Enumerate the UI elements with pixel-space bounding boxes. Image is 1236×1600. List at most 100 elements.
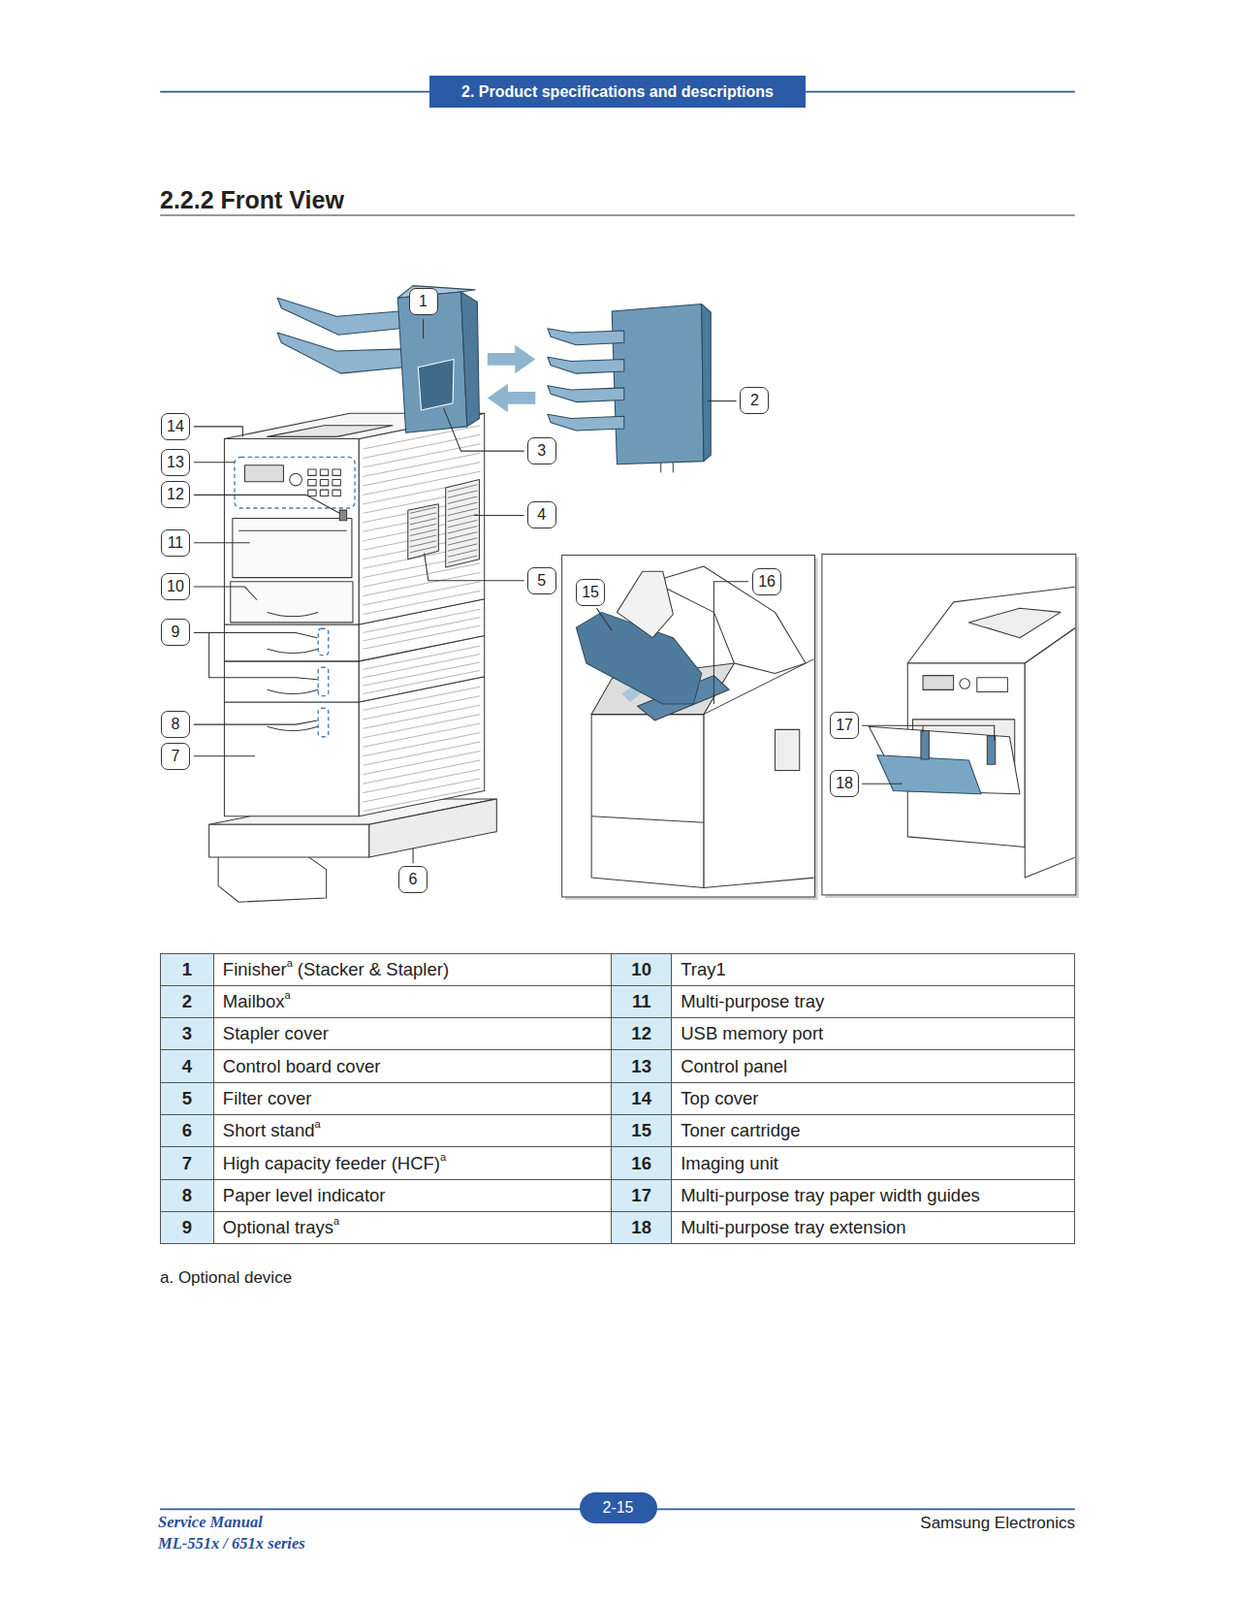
table-text-cell: Multi-purpose tray extension [670, 1210, 1076, 1244]
callout-number: 1 [409, 287, 439, 316]
title-underline [159, 215, 1076, 217]
callout-number-text: 16 [758, 572, 776, 591]
item-name: Toner cartridge [680, 1119, 800, 1141]
table-number-cell: 10 [610, 952, 672, 986]
side-stripes [363, 686, 481, 710]
item-number: 9 [182, 1216, 192, 1238]
leader-lines [422, 318, 424, 339]
callout-number: 9 [160, 618, 191, 646]
item-name: High capacity feeder (HCF) [222, 1152, 441, 1174]
callout-number-text: 4 [537, 506, 546, 524]
side-stripes [363, 625, 481, 649]
side-stripes [363, 696, 481, 720]
hcf-front [223, 701, 359, 817]
callout-number: 3 [527, 437, 557, 465]
footnote-marker: a [314, 1117, 320, 1130]
table-number-cell: 7 [159, 1145, 215, 1179]
keypad [319, 469, 328, 476]
vent-slots [447, 507, 478, 515]
display [922, 675, 954, 691]
side-stripes [363, 563, 481, 587]
item-number: 6 [182, 1119, 192, 1141]
leader-lines [193, 318, 995, 863]
callout-number-text: 3 [537, 442, 546, 460]
printer-stack [209, 412, 498, 902]
footer-manual: Service Manual [158, 1512, 263, 1532]
stapler-cover [417, 358, 454, 411]
side-vent [775, 728, 800, 770]
leader-lines [193, 541, 251, 543]
callout-number-text: 14 [166, 417, 185, 436]
vent-slots [447, 543, 478, 551]
page-number: 2-15 [579, 1491, 658, 1523]
tray-handle [267, 726, 319, 730]
item-number: 5 [182, 1087, 192, 1110]
header-band: 2. Product specifications and descriptio… [429, 75, 806, 108]
item-name: Imaging unit [680, 1152, 779, 1174]
button [289, 473, 303, 486]
item-name: (Stacker & Stapler) [297, 958, 449, 981]
side-stripes [363, 741, 481, 765]
keypad [332, 479, 341, 486]
mp-tray-inset [868, 586, 1076, 878]
mp-tray [238, 530, 348, 532]
table-number-cell: 17 [610, 1178, 672, 1212]
side-stripes [363, 434, 481, 458]
callout-number-text: 6 [409, 870, 418, 888]
swap-arrows [487, 345, 536, 374]
control-panel-outline [234, 456, 355, 508]
toner-inset [575, 566, 814, 888]
side-stripes [363, 760, 481, 784]
item-number: 15 [631, 1119, 652, 1141]
vent-slots [410, 484, 477, 564]
item-name: Multi-purpose tray paper width guides [680, 1184, 981, 1206]
paper-level-indicator [317, 666, 329, 696]
table-text-cell: Control panel [670, 1048, 1076, 1082]
item-name: Multi-purpose tray extension [680, 1216, 906, 1238]
item-number: 7 [182, 1152, 192, 1174]
tray-handle [267, 611, 319, 616]
item-number: 13 [631, 1055, 652, 1078]
callout-number-text: 15 [581, 583, 600, 602]
callout-number: 4 [527, 501, 557, 529]
table-number-cell: 8 [159, 1178, 215, 1212]
footnote: a. Optional device [159, 1267, 292, 1288]
printer-side [1024, 627, 1076, 878]
filter-cover [408, 504, 440, 560]
tray1-front [230, 581, 353, 623]
item-number: 17 [631, 1184, 652, 1206]
table-number-cell: 2 [159, 984, 215, 1018]
callout-number: 17 [829, 711, 859, 739]
side-stripes [363, 714, 481, 738]
printer-side [358, 412, 484, 625]
printer-front [223, 438, 359, 625]
callout-number-text: 8 [170, 715, 180, 733]
callout-number-text: 5 [537, 571, 546, 590]
inset-frame [822, 553, 1079, 898]
section-title: 2.2.2 Front View [159, 186, 345, 215]
vent-slots [447, 496, 478, 504]
mailbox-body [611, 304, 704, 465]
footnote-marker: a [333, 1214, 340, 1227]
callout-number-text: 18 [835, 774, 854, 793]
button [959, 678, 971, 690]
table-text-cell: Optional traysa [213, 1210, 612, 1244]
keypad [977, 677, 1009, 693]
mailbox-side [701, 304, 711, 462]
callout-number-text: 17 [835, 716, 854, 734]
table-number-cell: 11 [610, 984, 672, 1018]
item-name: Optional trays [222, 1216, 334, 1238]
table-number-cell: 4 [159, 1048, 215, 1082]
table-number-cell: 5 [159, 1081, 215, 1115]
output-tray [968, 607, 1061, 638]
vent-slots [410, 518, 437, 525]
leader-lines [861, 783, 903, 785]
vent-slots [447, 538, 478, 545]
item-name: Tray1 [680, 958, 727, 981]
table-text-cell: Mailboxa [213, 984, 612, 1018]
vent-slots [410, 507, 437, 513]
mailbox-bin [547, 413, 625, 431]
callout-number: 5 [527, 567, 557, 595]
table-text-cell: Filter cover [213, 1081, 612, 1115]
